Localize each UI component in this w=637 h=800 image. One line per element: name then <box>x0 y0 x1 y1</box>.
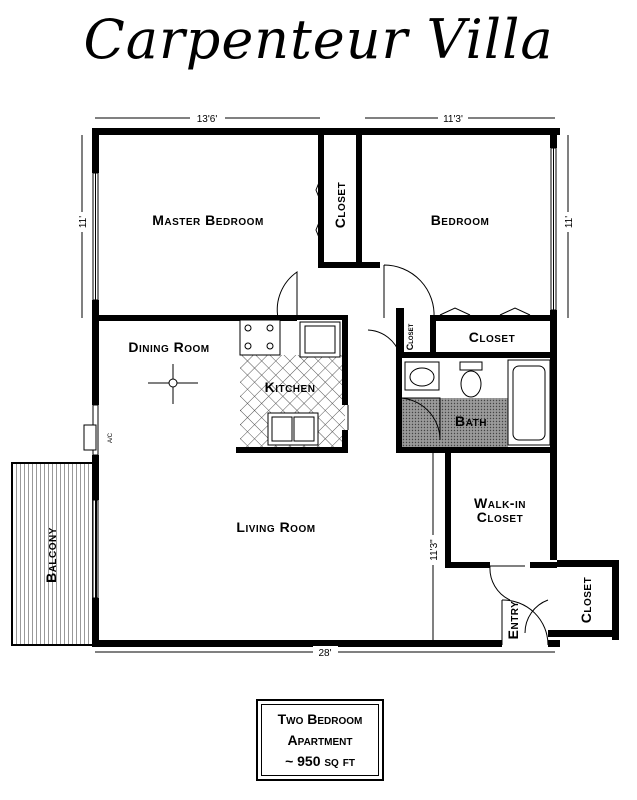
master-width-dimension: 13'6' <box>197 114 218 125</box>
small-closet-label: Closet <box>405 323 415 350</box>
balcony <box>11 462 97 646</box>
walls <box>92 128 619 647</box>
total-width-dimension: 28' <box>318 648 331 659</box>
windows <box>92 147 557 599</box>
kitchen-fixtures <box>239 319 341 446</box>
living-height-dimension: 11'3" <box>429 539 440 561</box>
ac-unit <box>83 424 97 451</box>
walk-in-closet-label-line2: Closet <box>477 509 523 525</box>
bath-label: Bath <box>455 413 487 429</box>
ac-label: A/C <box>108 432 114 443</box>
doors <box>276 174 549 646</box>
apartment-type-line2: Apartment <box>287 731 353 748</box>
master-closet-label: Closet <box>332 182 348 228</box>
bath-floor <box>398 398 508 448</box>
bath-fixtures <box>404 359 551 446</box>
apartment-type-line1: Two Bedroom <box>277 710 363 727</box>
ceiling-fan-icon <box>148 364 198 404</box>
master-height-dimension: 11' <box>78 216 89 228</box>
dining-room-label: Dining Room <box>128 339 209 355</box>
bedroom-height-dimension: 11' <box>564 216 575 228</box>
living-room-label: Living Room <box>236 519 315 535</box>
bedroom-width-dimension: 11'3' <box>443 114 463 125</box>
kitchen-label: Kitchen <box>265 379 316 395</box>
page-title: Carpenteur Villa <box>83 8 554 71</box>
walk-in-closet-label-line1: Walk-in <box>474 495 526 511</box>
entry-closet-label: Closet <box>578 577 594 623</box>
bedroom-label: Bedroom <box>431 212 490 228</box>
apartment-size: ~ 950 sq ft <box>285 752 355 769</box>
bedroom-closet-label: Closet <box>469 329 515 345</box>
entry-label: Entry <box>505 601 521 640</box>
apartment-info-box: Two Bedroom Apartment ~ 950 sq ft <box>256 699 384 781</box>
balcony-label: Balcony <box>43 527 59 583</box>
master-bedroom-label: Master Bedroom <box>152 212 264 228</box>
